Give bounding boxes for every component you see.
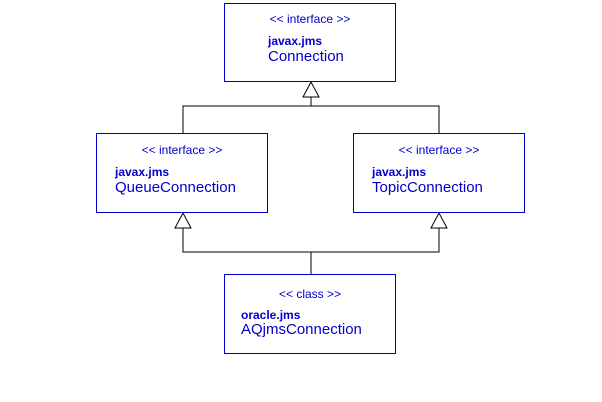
package-label: javax.jms <box>268 34 323 48</box>
stereotype-label: << interface >> <box>269 12 351 26</box>
package-label: javax.jms <box>372 165 427 179</box>
generalization-arrowhead-connection <box>302 80 320 98</box>
aqjms-connection-class-box: << class >> oracle.jms AQjmsConnection <box>224 274 396 354</box>
connector-aq-to-queue <box>182 228 311 253</box>
topic-connection-interface-box: << interface >> javax.jms TopicConnectio… <box>353 133 525 213</box>
generalization-arrowhead-topic <box>430 211 448 229</box>
class-name-label: AQjmsConnection <box>241 321 362 338</box>
generalization-arrowhead-queue <box>174 211 192 229</box>
connection-interface-box: << interface >> javax.jms Connection <box>224 3 396 82</box>
package-label: javax.jms <box>115 165 170 179</box>
class-name-label: TopicConnection <box>372 179 483 196</box>
stereotype-label: << class >> <box>278 287 342 301</box>
connector-aq-to-topic <box>311 228 440 253</box>
queue-connection-interface-box: << interface >> javax.jms QueueConnectio… <box>96 133 268 213</box>
class-name-label: QueueConnection <box>115 179 236 196</box>
connector-topic-to-connection <box>311 105 440 133</box>
package-label: oracle.jms <box>241 308 301 322</box>
stereotype-label: << interface >> <box>141 143 223 157</box>
connector-queue-to-connection <box>182 105 311 133</box>
class-name-label: Connection <box>268 48 344 65</box>
stereotype-label: << interface >> <box>398 143 480 157</box>
